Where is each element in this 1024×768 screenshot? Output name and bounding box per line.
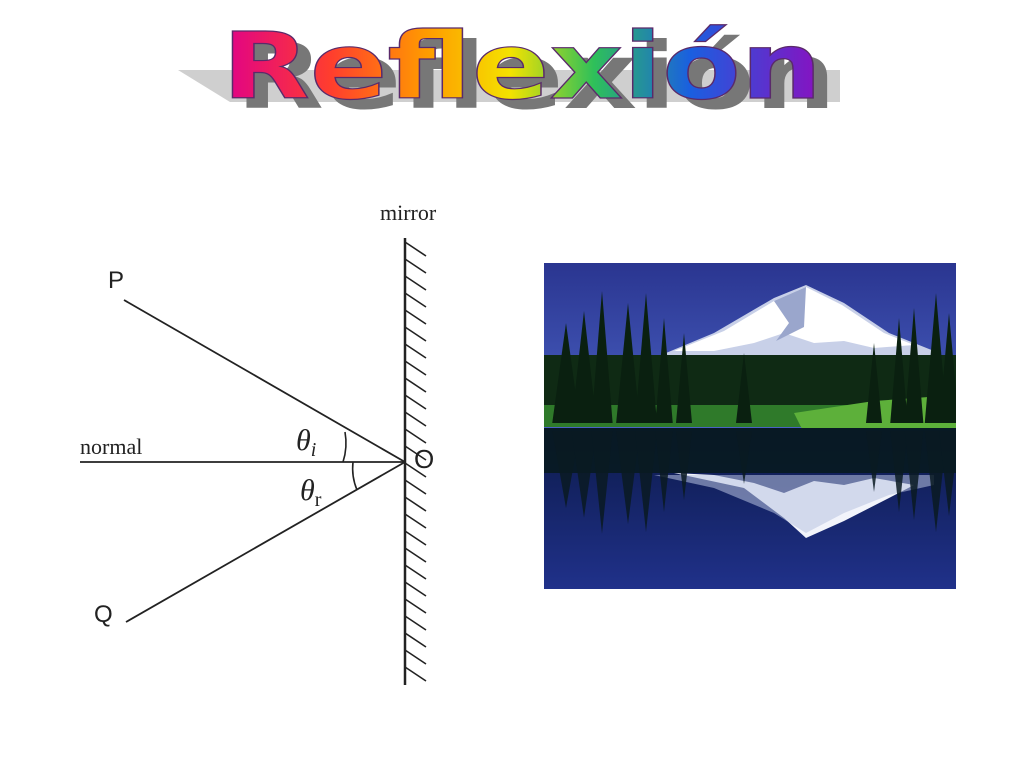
mountain-lake-photo (544, 263, 956, 589)
tree (616, 303, 640, 423)
reflected-tree (616, 431, 640, 524)
tree (904, 308, 924, 423)
tree (571, 311, 597, 423)
hatch-mark (404, 275, 427, 291)
incident-angle-arc (342, 431, 347, 463)
hatch-mark (404, 632, 427, 648)
normal-label: normal (80, 434, 142, 459)
hatch-mark (404, 377, 427, 393)
tree (676, 333, 692, 423)
tree (591, 291, 613, 423)
reflected-tree (939, 431, 956, 516)
hatch-mark (404, 462, 427, 478)
reflected-tree (676, 431, 692, 500)
reflected-tree (924, 431, 948, 532)
hatch-mark (404, 428, 427, 444)
tree (635, 293, 657, 423)
reflected-tree (736, 431, 752, 484)
reflected-tree (591, 431, 613, 534)
hatch-mark (404, 581, 427, 597)
reflection-diagram: mirror normal P Q O θi θr (80, 200, 437, 685)
hatch-mark (404, 666, 427, 682)
title-shadow-text: Reflexión (236, 23, 836, 120)
point-q-label: Q (94, 601, 113, 628)
tree (924, 293, 948, 423)
point-p-label: P (108, 267, 124, 294)
hatch-mark (404, 615, 427, 631)
reflected-tree (866, 431, 882, 492)
tree (890, 318, 908, 423)
reflected-tree (655, 431, 673, 512)
reflected-ray (125, 461, 406, 623)
mirror-label: mirror (380, 200, 437, 225)
tree (552, 323, 580, 423)
theta-reflected-label: θr (300, 474, 322, 511)
tree (939, 313, 956, 423)
hatch-mark (404, 598, 427, 614)
hatch-mark (404, 326, 427, 342)
tree (655, 318, 673, 423)
hatch-mark (404, 649, 427, 665)
title-shadow (178, 70, 840, 102)
reflected-angle-arc (351, 461, 358, 491)
reflected-mountain-shade (654, 475, 934, 533)
hatch-mark (404, 309, 427, 325)
hatch-mark (404, 360, 427, 376)
hatch-mark (404, 394, 427, 410)
hatch-mark (404, 513, 427, 529)
hatch-mark (404, 547, 427, 563)
hatch-mark (404, 343, 427, 359)
hatch-mark (404, 411, 427, 427)
reflected-tree (635, 431, 657, 532)
hatch-mark (404, 496, 427, 512)
title-text: Reflexión (222, 13, 822, 120)
hatch-mark (404, 530, 427, 546)
theta-incident-label: θi (296, 424, 316, 461)
hatch-mark (404, 479, 427, 495)
hatch-mark (404, 241, 427, 257)
point-o-label: O (414, 444, 434, 474)
conifer-trees (552, 291, 956, 423)
mirror-hatching (404, 241, 427, 682)
hatch-mark (404, 258, 427, 274)
hatch-mark (404, 564, 427, 580)
slide-title: Reflexión Reflexión (178, 12, 840, 120)
reflected-tree (552, 431, 580, 508)
tree (866, 343, 882, 423)
reflected-tree (890, 431, 908, 512)
mountain-ridge-shadow (774, 287, 806, 341)
reflected-trees (552, 431, 956, 534)
reflected-tree (571, 431, 597, 518)
hatch-mark (404, 445, 427, 461)
incident-ray (123, 299, 406, 463)
hatch-mark (404, 292, 427, 308)
tree (736, 353, 752, 423)
reflected-tree (904, 431, 924, 520)
